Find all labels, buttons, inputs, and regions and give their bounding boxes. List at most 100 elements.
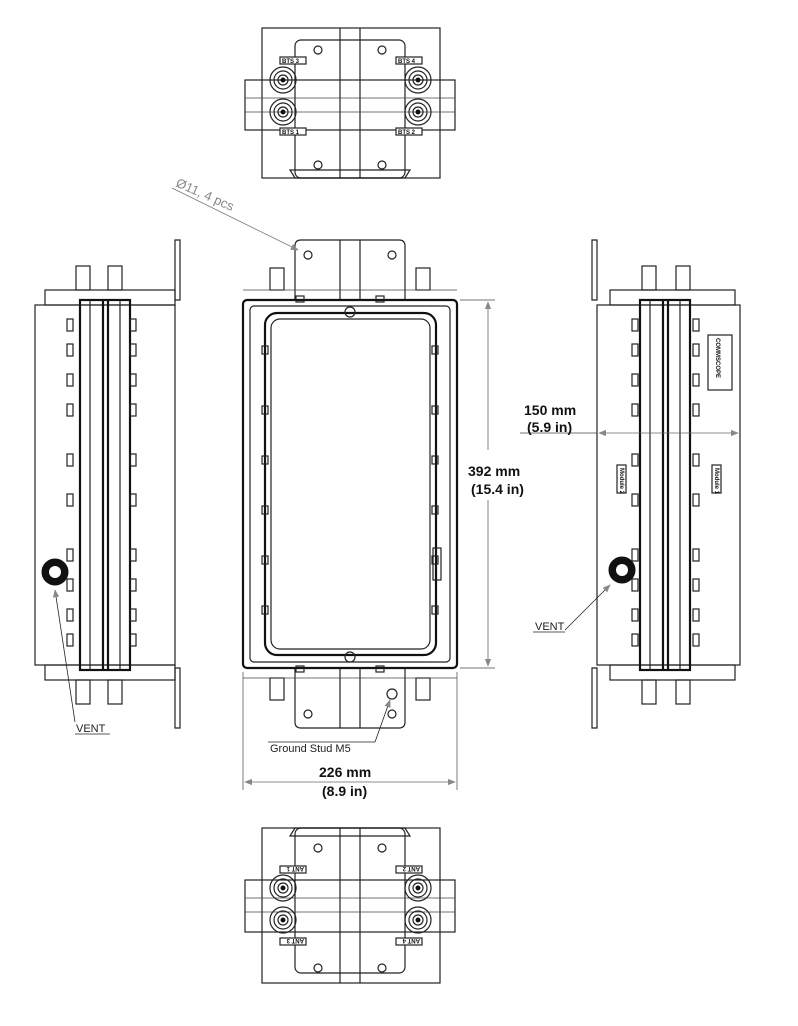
connector-icon [415,109,421,115]
bolt-icon [66,403,74,417]
screw-icon [313,160,323,170]
port-label-bts4: BTS 4 [398,59,416,65]
module-1-label: Module 1 [713,468,719,495]
bolt-icon [129,493,137,507]
bolt-icon [295,295,305,303]
screw-icon [377,160,387,170]
right-side-view: COMMSCOPE Module 2 Module 1 VENT 150 mm … [520,239,741,729]
bolt-icon [261,345,269,355]
connector-icon [412,74,424,86]
bolt-icon [295,665,305,673]
bolt-icon [129,548,137,562]
width-mm: 226 mm [319,764,371,780]
brand-label: COMMSCOPE [714,338,720,378]
bolt-icon [431,555,439,565]
bolt-icon [692,453,700,467]
bolt-icon [631,403,639,417]
connector-icon [404,98,432,126]
bolt-icon [375,295,385,303]
connector-icon [415,917,421,923]
vent-label-right: VENT [535,621,565,633]
bolt-icon [631,493,639,507]
connector-icon [412,914,424,926]
depth-mm: 150 mm [524,402,576,418]
screw-icon [313,963,323,973]
width-in: (8.9 in) [322,783,367,799]
top-view: BTS 3 BTS 4 BTS 1 BTS 2 [244,27,456,179]
connector-icon [404,906,432,934]
bolt-icon [66,548,74,562]
bolt-icon [692,403,700,417]
bolt-icon [692,343,700,357]
connector-icon [277,106,289,118]
screw-icon [377,843,387,853]
connector-icon [280,77,286,83]
connector-icon [277,914,289,926]
front-view [241,239,459,729]
port-label-ant3: ANT 3 [286,937,304,943]
bolt-icon [431,455,439,465]
connector-icon [415,885,421,891]
connector-icon [408,102,428,122]
bolt-icon [261,555,269,565]
bolt-icon [129,578,137,592]
bolt-icon [431,505,439,515]
ground-stud-icon [386,688,398,700]
bolt-icon [692,608,700,622]
bolt-icon [66,318,74,332]
connector-icon [280,917,286,923]
connector-icon [412,106,424,118]
height-mm: 392 mm [468,463,520,479]
bottom-view: ANT 1 ANT 2 ANT 3 ANT 4 [244,827,456,984]
bolt-icon [692,548,700,562]
bolt-icon [631,373,639,387]
bolt-icon [261,405,269,415]
screw-icon [313,45,323,55]
bolt-icon [129,633,137,647]
bolt-icon [431,405,439,415]
connector-icon [277,882,289,894]
hole-callout: Ø11, 4 pcs [171,175,299,251]
bolt-icon [66,373,74,387]
screw-icon [377,963,387,973]
port-label-ant1: ANT 1 [286,865,304,871]
bolt-icon [631,318,639,332]
port-label-bts3: BTS 3 [282,59,300,65]
vent-label-left: VENT [76,723,106,735]
bolt-icon [692,578,700,592]
connector-icon [404,874,432,902]
bolt-icon [66,633,74,647]
connector-icon [273,102,293,122]
bolt-icon [129,608,137,622]
bolt-icon [129,453,137,467]
bolt-icon [129,318,137,332]
bolt-icon [431,605,439,615]
hole-note: Ø11, 4 pcs [174,175,237,214]
bolt-icon [631,548,639,562]
bolt-icon [631,578,639,592]
port-label-bts1: BTS 1 [282,130,300,136]
bolt-icon [129,403,137,417]
height-in: (15.4 in) [471,481,524,497]
bolt-icon [129,373,137,387]
port-label-bts2: BTS 2 [398,130,416,136]
bolt-icon [375,665,385,673]
bolt-icon [631,343,639,357]
depth-in: (5.9 in) [527,419,572,435]
bolt-icon [431,345,439,355]
screw-icon [313,843,323,853]
ground-stud-callout: Ground Stud M5 [268,699,391,755]
connector-icon [277,74,289,86]
bolt-icon [631,633,639,647]
bolt-icon [261,455,269,465]
screw-icon [377,45,387,55]
connector-icon [269,874,297,902]
port-label-ant2: ANT 2 [402,865,420,871]
connector-icon [408,878,428,898]
module-2-label: Module 2 [618,468,624,495]
bolt-icon [692,373,700,387]
bolt-icon [631,608,639,622]
bolt-icon [66,453,74,467]
bolt-icon [66,578,74,592]
